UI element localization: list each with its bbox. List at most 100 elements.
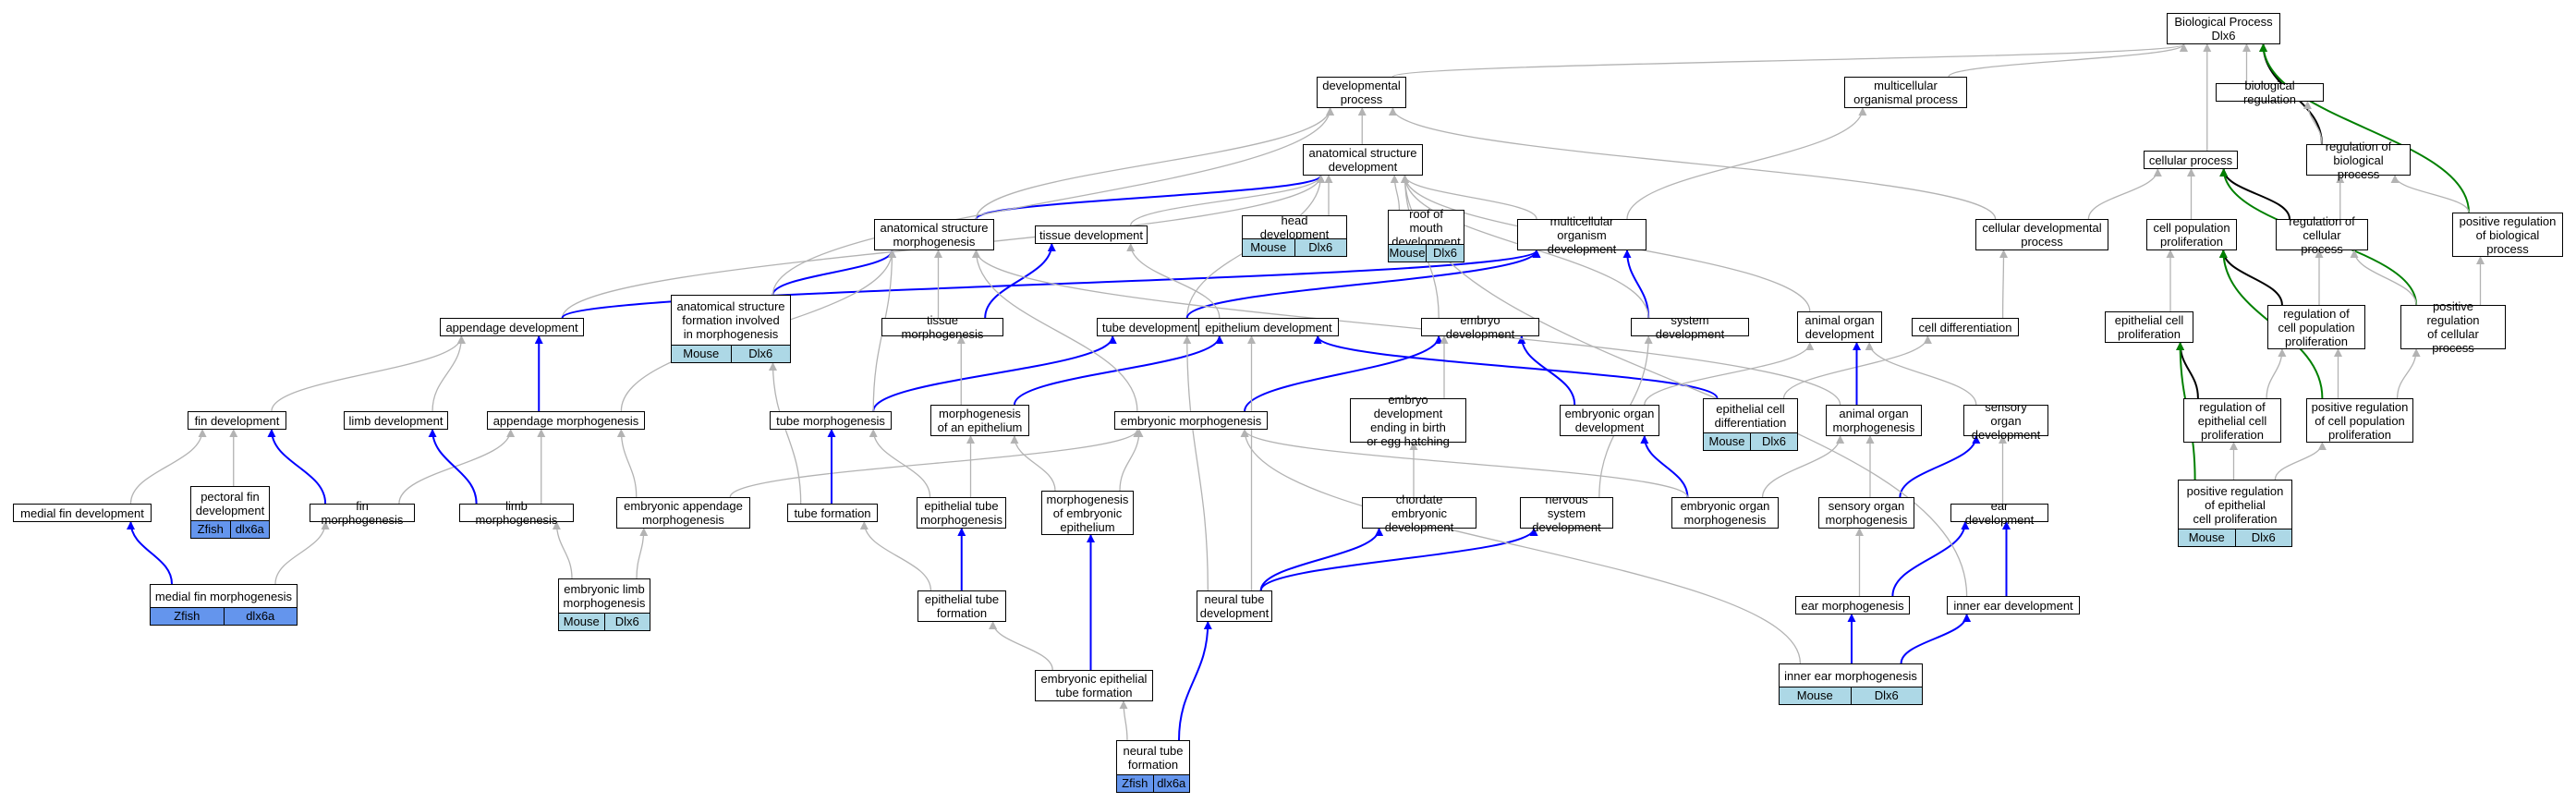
node-sensory-organ-dev[interactable]: sensory organ development xyxy=(1963,400,2048,442)
node-epith-cell-prolif[interactable]: epithelial cell proliferation xyxy=(2105,311,2193,343)
node-appendage-morph[interactable]: appendage morphogenesis xyxy=(487,411,645,430)
node-label: anatomical structure development xyxy=(1308,146,1417,174)
node-embr-epith-tube-form[interactable]: embryonic epithelial tube formation xyxy=(1035,670,1153,701)
edge-part-of-ear-morph-to-ear-dev xyxy=(1891,521,1970,597)
edge-is-a-neural-tube-form-to-embr-epith-tube-form xyxy=(1119,700,1128,741)
node-cell-diff[interactable]: cell differentiation xyxy=(1912,318,2019,336)
edge-is-a-epith-cell-diff-to-cell-diff xyxy=(1782,335,1932,399)
node-pos-reg-bio[interactable]: positive regulation of biological proces… xyxy=(2452,213,2563,257)
node-reg-epith-prolif[interactable]: regulation of epithelial cell proliferat… xyxy=(2183,398,2281,443)
edge-part-of-system-dev-to-multi-org-dev xyxy=(1622,249,1650,319)
node-embryo-dev[interactable]: embryo development xyxy=(1421,313,1539,341)
node-label: tissue morphogenesis xyxy=(901,313,984,341)
edge-part-of-tube-dev-to-multi-org-dev xyxy=(1185,249,1541,319)
edge-part-of-anat-form-morph-to-anat-morph xyxy=(772,249,896,296)
node-pos-reg-cell-pop[interactable]: positive regulation of cell population p… xyxy=(2306,398,2413,443)
node-animal-organ-morph[interactable]: animal organ morphogenesis xyxy=(1826,405,1922,436)
node-pos-reg-cell-proc[interactable]: positive regulation of cellular process xyxy=(2400,299,2506,355)
node-bio-reg[interactable]: biological regulation xyxy=(2216,79,2324,106)
node-embryonic-organ-dev[interactable]: embryonic organ development xyxy=(1560,405,1659,436)
node-label: embryonic limb morphogenesis xyxy=(563,582,646,610)
edge-is-a-neural-tube-dev-to-tube-dev xyxy=(1183,335,1209,591)
node-cell-pop-prolif[interactable]: cell population proliferation xyxy=(2146,219,2237,250)
node-neural-tube-dev[interactable]: neural tube development xyxy=(1197,590,1272,622)
node-label: embryo development ending in birth or eg… xyxy=(1367,393,1450,448)
node-pos-reg-epith-prolif[interactable]: positive regulation of epithelial cell p… xyxy=(2178,480,2292,547)
node-ear-dev[interactable]: ear development xyxy=(1950,499,2048,527)
node-ear-morph[interactable]: ear morphogenesis xyxy=(1795,596,1910,614)
node-label: appendage development xyxy=(445,320,578,335)
edge-is-a-pos-reg-bio-to-reg-bio xyxy=(2390,175,2470,213)
node-epith-tube-form[interactable]: epithelial tube formation xyxy=(917,590,1006,622)
node-label: medial fin morphogenesis xyxy=(154,589,293,603)
annotation-gene: Dlx6 xyxy=(2234,529,2291,546)
node-bp[interactable]: Biological Process Dlx6 xyxy=(2167,13,2280,44)
node-cell-proc[interactable]: cellular process xyxy=(2144,151,2238,169)
annotation-species: Mouse xyxy=(1389,245,1426,262)
edge-is-a-roof-mouth-to-anat-dev xyxy=(1390,175,1401,211)
node-fin-dev[interactable]: fin development xyxy=(188,411,286,430)
node-embr-organ-morph[interactable]: embryonic organ morphogenesis xyxy=(1671,497,1779,529)
node-embryonic-morph[interactable]: embryonic morphogenesis xyxy=(1114,411,1268,430)
node-label: cellular process xyxy=(2148,152,2233,167)
edge-part-of-limb-morph-to-limb-dev xyxy=(428,429,478,505)
edge-is-a-reg-epith-prolif-to-reg-cell-pop-prolif xyxy=(2266,348,2287,399)
node-fin-morph[interactable]: fin morphogenesis xyxy=(310,499,415,527)
node-multi-org[interactable]: multicellular organismal process xyxy=(1844,77,1967,108)
node-anat-morph[interactable]: anatomical structure morphogenesis xyxy=(874,219,994,250)
edge-part-of-sensory-organ-morph-to-sensory-organ-dev xyxy=(1899,435,1981,498)
node-appendage-dev[interactable]: appendage development xyxy=(440,318,584,336)
node-tissue-dev[interactable]: tissue development xyxy=(1035,225,1148,244)
node-morph-embr-epith[interactable]: morphogenesis of embryonic epithelium xyxy=(1041,491,1134,535)
node-morph-epith[interactable]: morphogenesis of an epithelium xyxy=(930,405,1029,436)
node-embryo-dev-birth[interactable]: embryo development ending in birth or eg… xyxy=(1350,393,1466,448)
node-tube-dev[interactable]: tube development xyxy=(1097,318,1203,336)
node-label: roof of mouth development xyxy=(1391,206,1461,249)
edge-is-a-dev-proc-to-bp xyxy=(1391,43,2188,78)
edge-is-a-reg-bio-to-bio-reg xyxy=(2303,101,2323,145)
node-system-dev[interactable]: system development xyxy=(1631,313,1749,341)
node-sensory-organ-morph[interactable]: sensory organ morphogenesis xyxy=(1818,497,1914,529)
node-reg-cell-pop-prolif[interactable]: regulation of cell population proliferat… xyxy=(2267,305,2365,349)
node-label: tube formation xyxy=(794,505,871,520)
node-reg-cell-proc[interactable]: regulation of cellular process xyxy=(2276,213,2368,256)
node-nervous-sys-dev[interactable]: nervous system development xyxy=(1520,493,1613,534)
node-dev-proc[interactable]: developmental process xyxy=(1317,77,1406,108)
node-limb-morph[interactable]: limb morphogenesis xyxy=(459,499,574,527)
node-epith-tube-morph[interactable]: epithelial tube morphogenesis xyxy=(917,497,1006,529)
node-animal-organ-dev[interactable]: animal organ development xyxy=(1797,311,1882,343)
node-epith-dev[interactable]: epithelium development xyxy=(1198,318,1339,336)
edge-is-a-epith-tube-form-to-tube-form xyxy=(859,521,932,591)
node-limb-dev[interactable]: limb development xyxy=(344,411,448,430)
node-anat-dev[interactable]: anatomical structure development xyxy=(1303,144,1423,176)
node-label: regulation of cellular process xyxy=(2289,213,2355,256)
node-reg-bio[interactable]: regulation of biological process xyxy=(2306,140,2411,181)
edge-is-a-inner-ear-dev-to-anat-dev xyxy=(1401,175,1968,597)
node-tube-morph[interactable]: tube morphogenesis xyxy=(770,411,892,430)
node-cell-dev-proc[interactable]: cellular developmental process xyxy=(1975,219,2108,250)
node-tissue-morph[interactable]: tissue morphogenesis xyxy=(881,313,1003,341)
annotation-species: Mouse xyxy=(1704,433,1750,450)
node-anat-form-morph[interactable]: anatomical structure formation involved … xyxy=(671,295,791,363)
node-label: neural tube development xyxy=(1199,592,1270,620)
node-label: pectoral fin development xyxy=(195,490,265,517)
node-tube-form[interactable]: tube formation xyxy=(787,504,878,522)
node-inner-ear-dev[interactable]: inner ear development xyxy=(1947,596,2080,614)
node-label: epithelial tube morphogenesis xyxy=(920,499,1002,527)
node-chordate-embr-dev[interactable]: chordate embryonic development xyxy=(1362,493,1476,534)
node-medial-fin-dev[interactable]: medial fin development xyxy=(13,504,152,522)
node-embr-app-morph[interactable]: embryonic appendage morphogenesis xyxy=(616,497,750,529)
node-multi-org-dev[interactable]: multicellular organism development xyxy=(1517,214,1646,256)
